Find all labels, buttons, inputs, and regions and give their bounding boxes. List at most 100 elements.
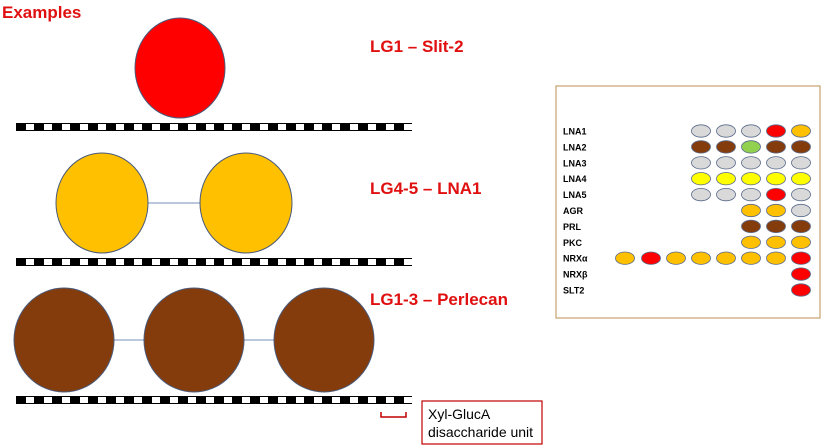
chain-segment xyxy=(26,259,34,265)
chain-segment xyxy=(314,259,322,265)
matrix-row-label: NRXα xyxy=(563,254,588,264)
matrix-row: AGR xyxy=(563,203,811,218)
chain-segment xyxy=(242,397,250,403)
matrix-dot-grey xyxy=(716,188,736,202)
unit-bracket xyxy=(380,412,407,418)
lg-domain-oval xyxy=(143,287,245,393)
matrix-dot-red xyxy=(791,267,811,281)
matrix-row-label: SLT2 xyxy=(563,286,584,296)
matrix-row-label: LNA4 xyxy=(563,174,587,184)
examples-heading: Examples xyxy=(2,3,81,22)
chain-segment xyxy=(206,124,214,130)
gag-chain xyxy=(16,258,412,266)
chain-segment xyxy=(44,397,52,403)
chain-segment xyxy=(278,397,286,403)
expression-matrix-panel: LNA1LNA2LNA3LNA4LNA5AGRPRLPKCNRXαNRXβSLT… xyxy=(555,85,821,319)
unit-legend-line2: disaccharide unit xyxy=(428,424,533,440)
chain-segment xyxy=(332,124,340,130)
chain-segment xyxy=(278,124,286,130)
chain-segment xyxy=(188,259,196,265)
matrix-row-label: AGR xyxy=(563,206,584,216)
chain-segment xyxy=(206,259,214,265)
chain-segment xyxy=(152,124,160,130)
matrix-row-label: LNA1 xyxy=(563,127,587,137)
chain-segment xyxy=(368,397,376,403)
matrix-dot-grey xyxy=(691,124,711,138)
matrix-row: PRL xyxy=(563,219,811,233)
matrix-row: LNA3 xyxy=(563,156,811,170)
chain-segment xyxy=(44,259,52,265)
matrix-dot-grey xyxy=(791,188,811,202)
matrix-dot-orange xyxy=(741,235,761,249)
matrix-dot-grey xyxy=(741,156,761,170)
chain-segment xyxy=(224,397,232,403)
matrix-dot-red xyxy=(766,124,786,138)
matrix-dot-brown xyxy=(791,219,811,233)
matrix-dot-orange xyxy=(691,251,711,265)
chain-segment xyxy=(386,259,394,265)
chain-segment xyxy=(404,397,412,403)
chain-segment xyxy=(332,259,340,265)
matrix-dot-orange xyxy=(741,203,761,218)
unit-legend-box xyxy=(421,400,543,445)
matrix-dot-brown xyxy=(766,140,786,154)
matrix-dot-brown xyxy=(691,140,711,154)
chain-segment xyxy=(224,124,232,130)
matrix-row-label: LNA5 xyxy=(563,190,587,200)
chain-segment xyxy=(80,397,88,403)
matrix-dot-grey xyxy=(741,188,761,202)
lg-domain-oval xyxy=(55,152,149,254)
example-label: LG1 – Slit-2 xyxy=(370,37,464,56)
matrix-row-label: NRXβ xyxy=(563,270,588,280)
chain-segment xyxy=(26,124,34,130)
matrix-row: LNA2 xyxy=(563,140,811,154)
chain-segment xyxy=(314,397,322,403)
chain-segment xyxy=(116,124,124,130)
matrix-row-label: LNA3 xyxy=(563,158,587,168)
matrix-dot-red xyxy=(791,283,811,297)
chain-segment xyxy=(224,259,232,265)
lg-domain-oval xyxy=(13,287,115,393)
chain-segment xyxy=(350,397,358,403)
chain-segment xyxy=(296,397,304,403)
chain-segment xyxy=(404,259,412,265)
chain-segment xyxy=(116,397,124,403)
chain-segment xyxy=(44,124,52,130)
chain-segment xyxy=(116,259,124,265)
matrix-dot-orange xyxy=(766,235,786,249)
chain-segment xyxy=(350,259,358,265)
matrix-row: LNA1 xyxy=(563,124,811,138)
chain-segment xyxy=(350,124,358,130)
matrix-dot-grey xyxy=(691,156,711,170)
chain-segment xyxy=(98,259,106,265)
example-2: LG4-5 – LNA1 xyxy=(16,152,481,266)
matrix-dot-red xyxy=(641,251,661,265)
matrix-row-label: PRL xyxy=(563,222,582,232)
chain-segment xyxy=(188,124,196,130)
matrix-dot-red xyxy=(791,251,811,265)
lg-domain-oval xyxy=(134,17,226,119)
chain-segment xyxy=(332,397,340,403)
matrix-dot-yellow xyxy=(766,172,786,186)
matrix-dot-orange xyxy=(766,251,786,265)
matrix-row: NRXβ xyxy=(563,267,811,281)
chain-segment xyxy=(260,124,268,130)
chain-segment xyxy=(62,124,70,130)
chain-segment xyxy=(170,124,178,130)
chain-segment xyxy=(278,259,286,265)
example-1: LG1 – Slit-2 xyxy=(16,17,464,131)
matrix-dot-green xyxy=(741,140,761,154)
matrix-dot-orange xyxy=(791,124,811,138)
matrix-dot-yellow xyxy=(691,172,711,186)
matrix-dot-grey xyxy=(716,156,736,170)
chain-segment xyxy=(26,397,34,403)
chain-segment xyxy=(386,124,394,130)
chain-segment xyxy=(296,259,304,265)
matrix-row: SLT2 xyxy=(563,283,811,297)
chain-segment xyxy=(170,259,178,265)
gag-chain xyxy=(16,396,412,404)
matrix-dot-yellow xyxy=(791,172,811,186)
